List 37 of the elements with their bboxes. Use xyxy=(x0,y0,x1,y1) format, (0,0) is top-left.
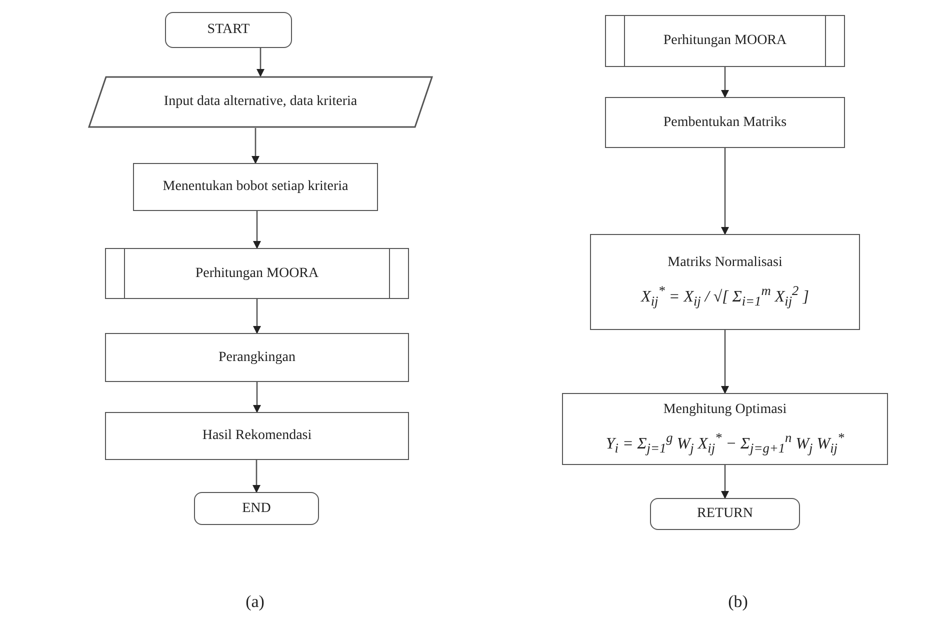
node-text: Perangkingan xyxy=(218,350,296,366)
arrow xyxy=(253,299,261,334)
process-box xyxy=(105,412,409,460)
node-text: END xyxy=(242,500,271,516)
panel-label: (a) xyxy=(246,592,264,612)
process-box xyxy=(105,333,409,382)
process-box xyxy=(605,97,845,148)
node-text: Menentukan bobot setiap kriteria xyxy=(162,179,348,195)
node-text: Matriks Normalisasi xyxy=(668,254,782,271)
terminal-box xyxy=(650,498,800,530)
node-text: Perhitungan MOORA xyxy=(195,266,319,282)
node-text: Pembentukan Matriks xyxy=(663,114,787,130)
arrow xyxy=(721,465,729,499)
arrow xyxy=(721,148,729,235)
arrow xyxy=(253,382,261,413)
arrow xyxy=(721,330,729,394)
terminal-box xyxy=(194,492,319,525)
process-box xyxy=(562,393,888,465)
predefined-process-box xyxy=(605,15,845,67)
arrow xyxy=(721,67,729,98)
node-text: START xyxy=(207,22,250,38)
node-text: RETURN xyxy=(697,506,753,522)
node-text: Hasil Rekomendasi xyxy=(202,428,312,444)
process-box xyxy=(133,163,378,211)
process-box xyxy=(590,234,860,330)
predefined-process-box xyxy=(105,248,409,299)
input-parallelogram xyxy=(88,76,433,128)
node-text: Perhitungan MOORA xyxy=(663,33,787,49)
arrow xyxy=(252,128,260,164)
node-text: Input data alternative, data kriteria xyxy=(164,94,358,110)
terminal-box xyxy=(165,12,292,48)
arrow xyxy=(253,211,261,249)
arrow xyxy=(256,48,264,77)
node-text: Menghitung Optimasi xyxy=(663,402,787,418)
panel-label: (b) xyxy=(728,592,748,612)
formula: X$_{ij}$$^{*}$ = X$_{ij}$ / √[ Σ$_{i=1}$$^{m}$ X$_{ij}$$^{2}$ ] xyxy=(641,282,809,310)
arrow xyxy=(252,460,260,493)
